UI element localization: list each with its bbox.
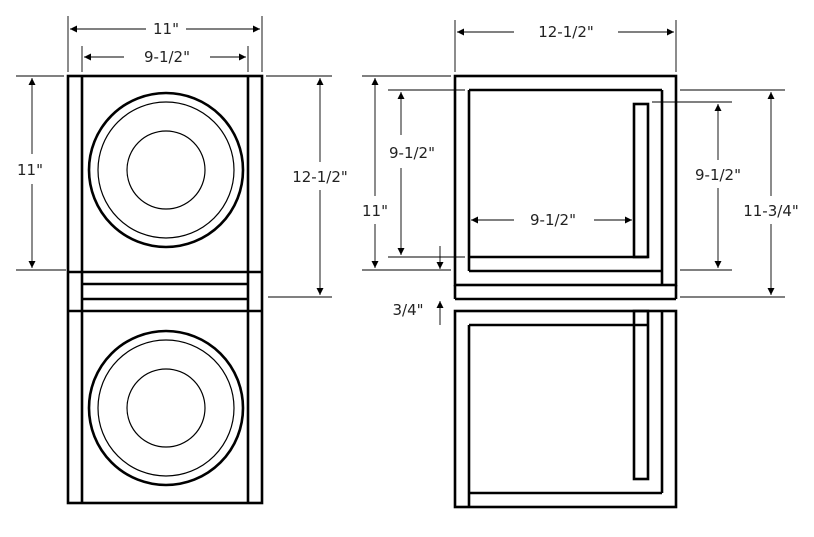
dim-front-height-chamber: 11" [16, 75, 66, 271]
lower-chamber-outer [453, 309, 678, 509]
bottom-speaker-dustcap [126, 368, 206, 448]
lower-brace-panel [632, 309, 650, 481]
side-view: 12-1/2" 9-1/2" 11" 9-1/2" [362, 20, 799, 509]
dim-divider-thickness: 3/4" [392, 246, 444, 325]
front-view: 11" 9-1/2" 11" 12-1/2" [16, 16, 348, 505]
front-outer-frame [66, 74, 264, 505]
dim-label: 9-1/2" [389, 144, 435, 162]
dim-side-right-height-inner: 9-1/2" [652, 101, 741, 271]
dim-label: 11" [17, 161, 43, 179]
dim-side-depth-inner: 9-1/2" [471, 211, 632, 229]
top-speaker-dustcap [126, 130, 206, 210]
top-speaker-driver [87, 91, 245, 249]
dim-front-width-inner: 9-1/2" [81, 46, 249, 72]
dim-label: 9-1/2" [144, 48, 190, 66]
bottom-speaker-cone [97, 339, 235, 477]
top-speaker-surround [87, 91, 245, 249]
dim-side-depth-outer: 12-1/2" [454, 20, 677, 72]
dim-label: 11" [153, 20, 179, 38]
upper-brace-panel [632, 102, 650, 259]
dim-label: 11-3/4" [743, 202, 799, 220]
dim-label: 9-1/2" [695, 166, 741, 184]
dim-label: 3/4" [392, 301, 423, 319]
dim-side-height-inner: 9-1/2" [388, 89, 465, 258]
upper-chamber-outer [453, 74, 678, 287]
dim-label: 12-1/2" [292, 168, 348, 186]
bottom-speaker-driver [87, 329, 245, 487]
dim-side-right-height-outer: 11-3/4" [680, 89, 799, 298]
dim-label: 9-1/2" [530, 211, 576, 229]
dim-label: 12-1/2" [538, 23, 594, 41]
dim-side-height-outer: 11" [362, 75, 451, 271]
dim-front-width-outer: 11" [67, 16, 263, 72]
bottom-speaker-surround [87, 329, 245, 487]
dim-front-height-total: 12-1/2" [266, 75, 348, 298]
top-speaker-cone [97, 101, 235, 239]
dim-label: 11" [362, 202, 388, 220]
